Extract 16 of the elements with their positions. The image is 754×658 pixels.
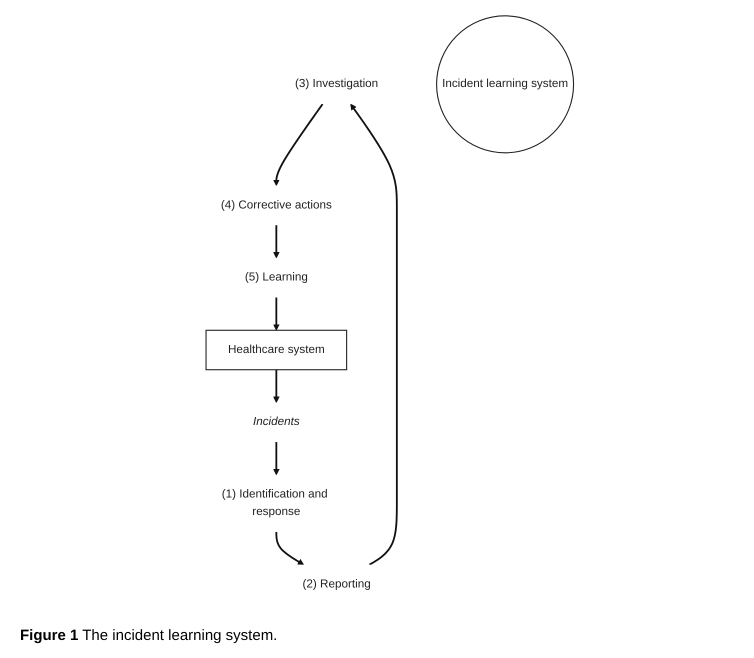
node-text: (3) Investigation: [294, 77, 378, 90]
arrow: [272, 296, 280, 330]
node-text: (4) Corrective actions: [220, 198, 332, 211]
arrow: [272, 369, 280, 402]
arrow: [272, 442, 280, 475]
figure-caption: Figure 1 The incident learning system.: [19, 626, 278, 646]
node-circle: Incident learning system: [436, 14, 574, 153]
node-text: Incidents: [252, 415, 300, 428]
node-text: (1) Identification and response: [221, 488, 328, 518]
arrow: [272, 103, 323, 186]
arrow: [272, 224, 280, 258]
arrow: [274, 531, 304, 564]
node-text: (2) Reporting: [302, 577, 370, 590]
node-text: (5) Learning: [244, 270, 308, 284]
node-box: Healthcare system: [205, 329, 347, 370]
arrow: [350, 103, 398, 565]
